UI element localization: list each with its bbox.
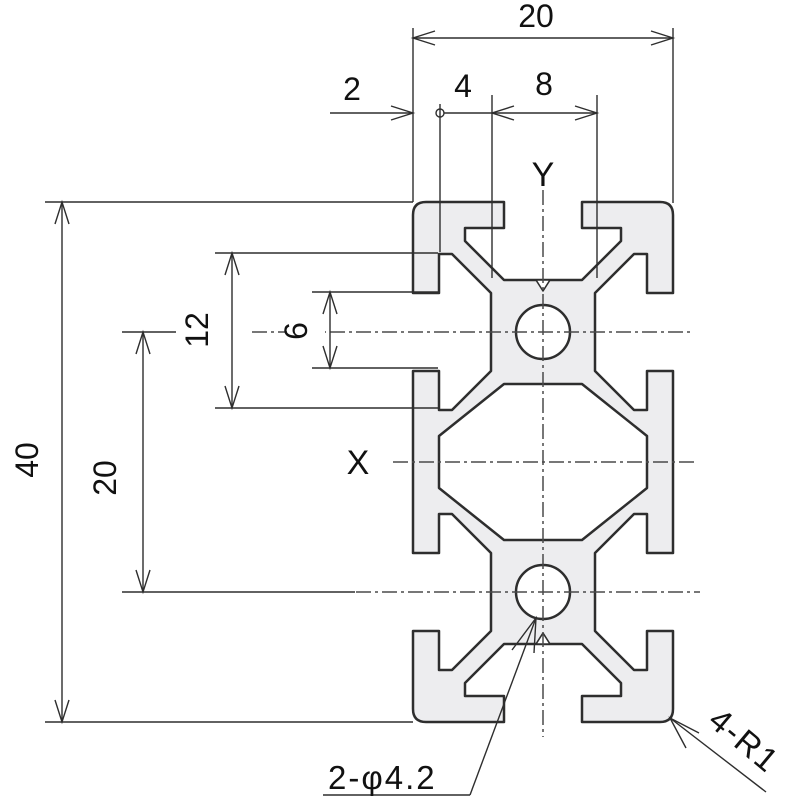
dim-wall-thickness-label: 2 xyxy=(343,71,361,107)
dim-overall-height: 40 xyxy=(9,199,413,725)
leader-arrowhead xyxy=(511,615,537,654)
arrowhead-bottom xyxy=(135,569,151,595)
arrowhead xyxy=(390,105,416,121)
arrowhead-top xyxy=(322,289,338,315)
profile-body xyxy=(411,200,675,724)
arrowhead-bottom xyxy=(54,699,70,725)
dim-slot-opening-label: 6 xyxy=(278,322,314,340)
dim-6-text-mask xyxy=(287,305,325,357)
arrowhead-right xyxy=(650,30,676,46)
arrowhead-right xyxy=(574,105,600,121)
dim-hole-pitch: 20 xyxy=(87,329,176,595)
arrowhead-bottom xyxy=(322,345,338,371)
leader-arrowhead xyxy=(668,716,700,749)
arrowhead-top xyxy=(135,329,151,355)
dim-slot-inner-width-label: 12 xyxy=(179,312,215,348)
axis-label-x: X xyxy=(347,444,370,482)
callout-holes: 2-φ4.2 xyxy=(323,615,537,796)
arrowhead-bottom xyxy=(224,385,240,411)
dim-overall-width-label: 20 xyxy=(518,0,554,34)
callout-corner-radius: 4-R1 xyxy=(668,700,787,793)
dim-center-web-label: 8 xyxy=(535,66,553,102)
arrowhead-top xyxy=(224,250,240,276)
dim-slot-inner-width: 12 xyxy=(179,250,438,411)
dim-center-web: 8 xyxy=(489,66,600,278)
callout-holes-label: 2-φ4.2 xyxy=(328,759,437,796)
dim-slot-depth-label: 4 xyxy=(454,68,472,104)
axis-label-y: Y xyxy=(532,156,555,194)
dim-slot-opening: 6 xyxy=(278,289,438,371)
arrowhead-left xyxy=(410,30,436,46)
dim-overall-width: 20 xyxy=(410,0,676,203)
callout-corner-radius-label: 4-R1 xyxy=(702,700,787,779)
arrowhead-left xyxy=(489,105,515,121)
leader-line xyxy=(469,617,537,796)
dim-overall-height-label: 40 xyxy=(9,442,45,478)
arrowhead-top xyxy=(54,199,70,225)
leader-line xyxy=(669,717,767,793)
dim-slot-depth: 4 xyxy=(444,68,493,278)
dim-hole-pitch-label: 20 xyxy=(87,460,123,496)
